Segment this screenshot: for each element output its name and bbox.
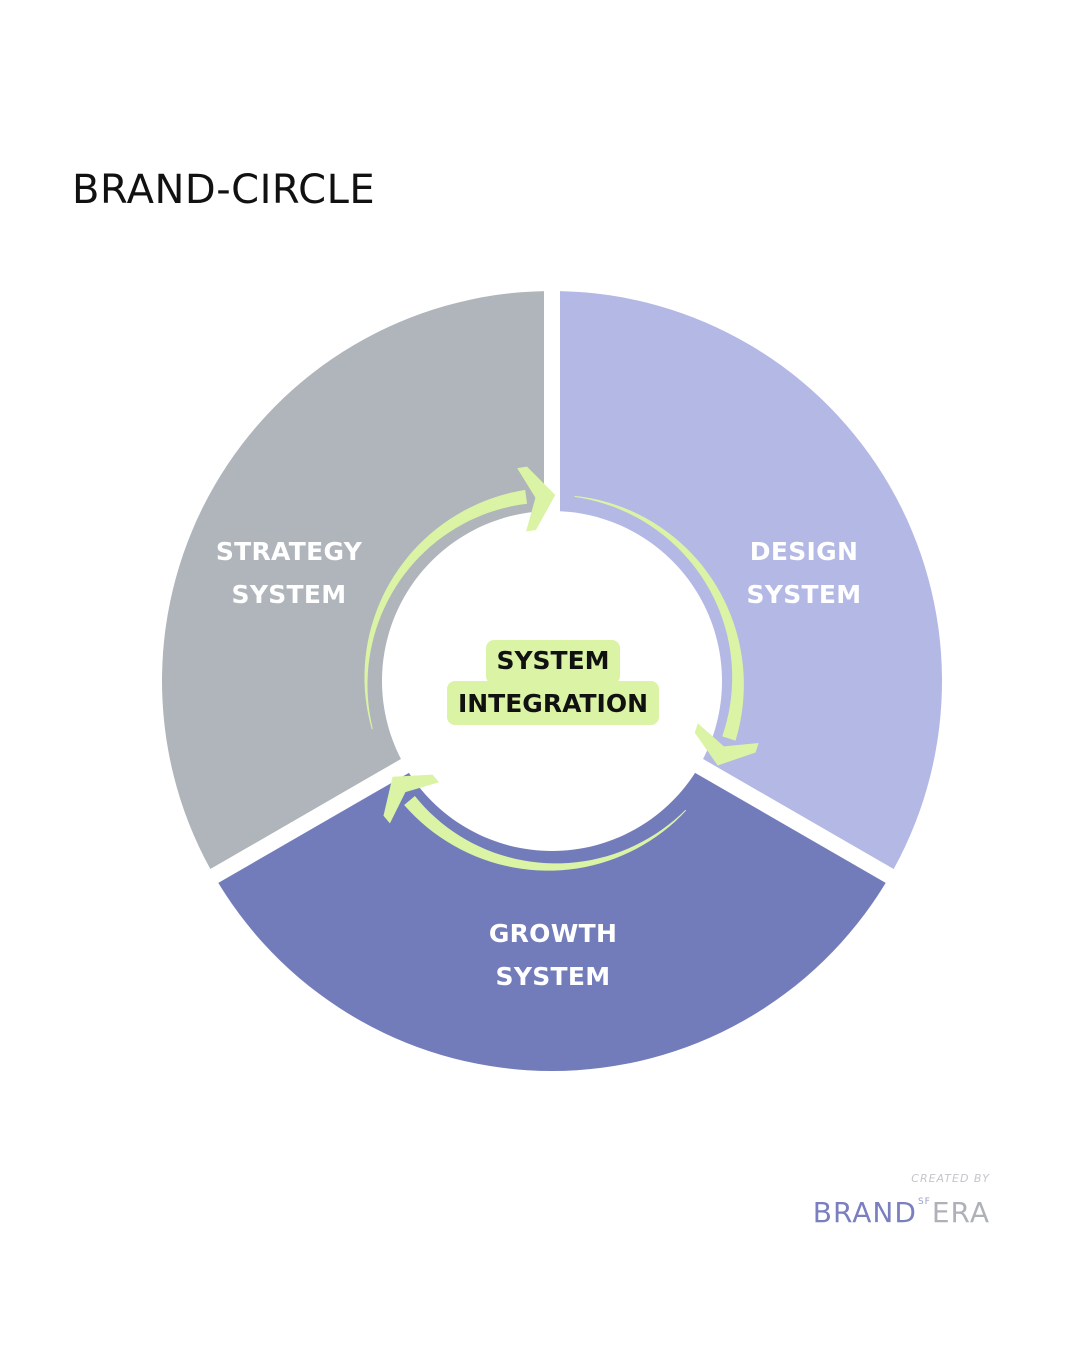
page-title: BRAND-CIRCLE (72, 167, 376, 213)
center-highlight-top (486, 640, 620, 684)
growth-label-line1: GROWTH (489, 919, 617, 948)
brand-logo-part2: ERA (931, 1196, 990, 1229)
credit-logo: CREATED BY BRANDSFERA (813, 1172, 990, 1229)
growth-label-line2: SYSTEM (496, 962, 611, 991)
brand-logo-part1: BRAND (812, 1196, 917, 1229)
segment-design (559, 291, 942, 870)
design-label-line1: DESIGN (750, 537, 858, 566)
segment-strategy (162, 291, 545, 870)
center-label-line2: INTEGRATION (458, 689, 648, 718)
center-highlight-bottom (447, 681, 659, 725)
segment-growth (218, 772, 886, 1072)
arrow-growth-to-strategy-head (383, 774, 439, 824)
arrow-strategy-to-design-head (517, 466, 556, 532)
design-label-line2: SYSTEM (747, 580, 862, 609)
brand-logo: BRANDSFERA (813, 1186, 990, 1229)
arrow-design-to-growth-head (694, 723, 759, 766)
strategy-label-line1: STRATEGY (216, 537, 363, 566)
created-by-text: CREATED BY (911, 1172, 990, 1185)
brand-logo-superscript: SF (917, 1197, 931, 1207)
arrow-growth-to-strategy-body (404, 796, 687, 871)
strategy-label-line2: SYSTEM (232, 580, 347, 609)
center-label-line1: SYSTEM (496, 646, 609, 675)
